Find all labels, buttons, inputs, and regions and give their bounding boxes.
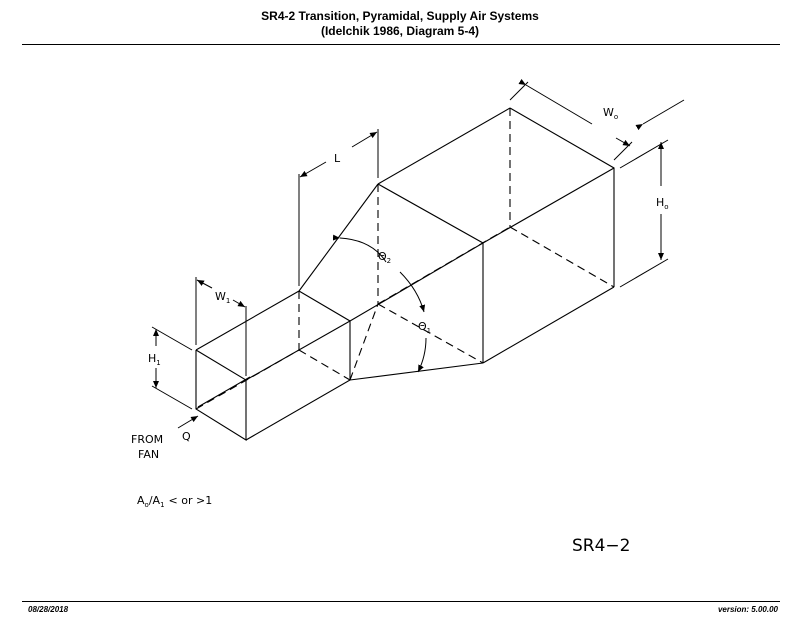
outlet-end-hidden-bottom [509,226,615,288]
label-theta1: Θ1 [418,320,431,335]
label-h1: H1 [148,352,161,367]
diagram-labels: Wo Ho L W1 H1 Θ2 Θ1 FROM FAN Q Ao/A1< or… [131,106,669,556]
label-from: FROM [131,433,163,446]
page-title: SR4-2 Transition, Pyramidal, Supply Air … [0,9,800,39]
footer-date: 08/28/2018 [28,605,69,614]
inlet-hidden-bottom [195,349,300,410]
transition-bottom-edge [349,362,484,381]
label-fan: FAN [138,448,159,461]
outlet-hidden-bottom [377,303,484,364]
label-theta2: Θ2 [378,250,391,265]
duct-outline [195,107,615,441]
h0-extension-bottom [619,258,669,288]
outlet-end-face [509,107,615,287]
footer-rule [22,601,780,602]
footer-version: version: 5.00.00 [717,605,778,614]
w1-dim-arrow-right [232,299,246,308]
label-h0: Ho [656,196,669,211]
dimension-lines [151,78,685,429]
title-line-1: SR4-2 Transition, Pyramidal, Supply Air … [261,9,539,23]
w1-dim-arrow-left [196,279,213,289]
fitting-code-label: SR4−2 [572,536,630,556]
theta1-arc [417,337,427,373]
header-rule [22,44,780,45]
label-w0: Wo [603,106,618,121]
h1-extension-bottom [151,385,193,410]
h1-extension-top [151,326,193,351]
title-line-2: (Idelchik 1986, Diagram 5-4) [320,24,480,38]
transition-hidden-edge [349,303,379,381]
inlet-bottom-edge [245,379,351,441]
l-dim-arrow-left [299,161,327,178]
w0-extension-left [509,81,529,101]
label-q: Q [182,430,191,443]
area-ratio: Ao/A1< or >1 [137,494,212,509]
theta2-arc-lower [399,271,426,313]
w0-extension-right [613,141,633,161]
theta2-arc-upper [332,234,387,263]
l-dim-arrow-right [351,131,378,148]
w0-outer-arrow [635,99,685,131]
outlet-top-left-edge [377,107,511,185]
inlet-hidden-cross [298,349,351,381]
flow-centerline [197,376,251,408]
w0-dim-arrow-right [615,137,631,147]
label-w1: W1 [215,290,230,305]
inlet-top-left-edge [195,290,300,351]
transition-top-edge [298,183,379,292]
w0-dim-arrow-left [518,78,593,125]
label-l: L [334,152,341,165]
outlet-bottom-edge [482,286,615,364]
flow-arrow [177,415,199,429]
